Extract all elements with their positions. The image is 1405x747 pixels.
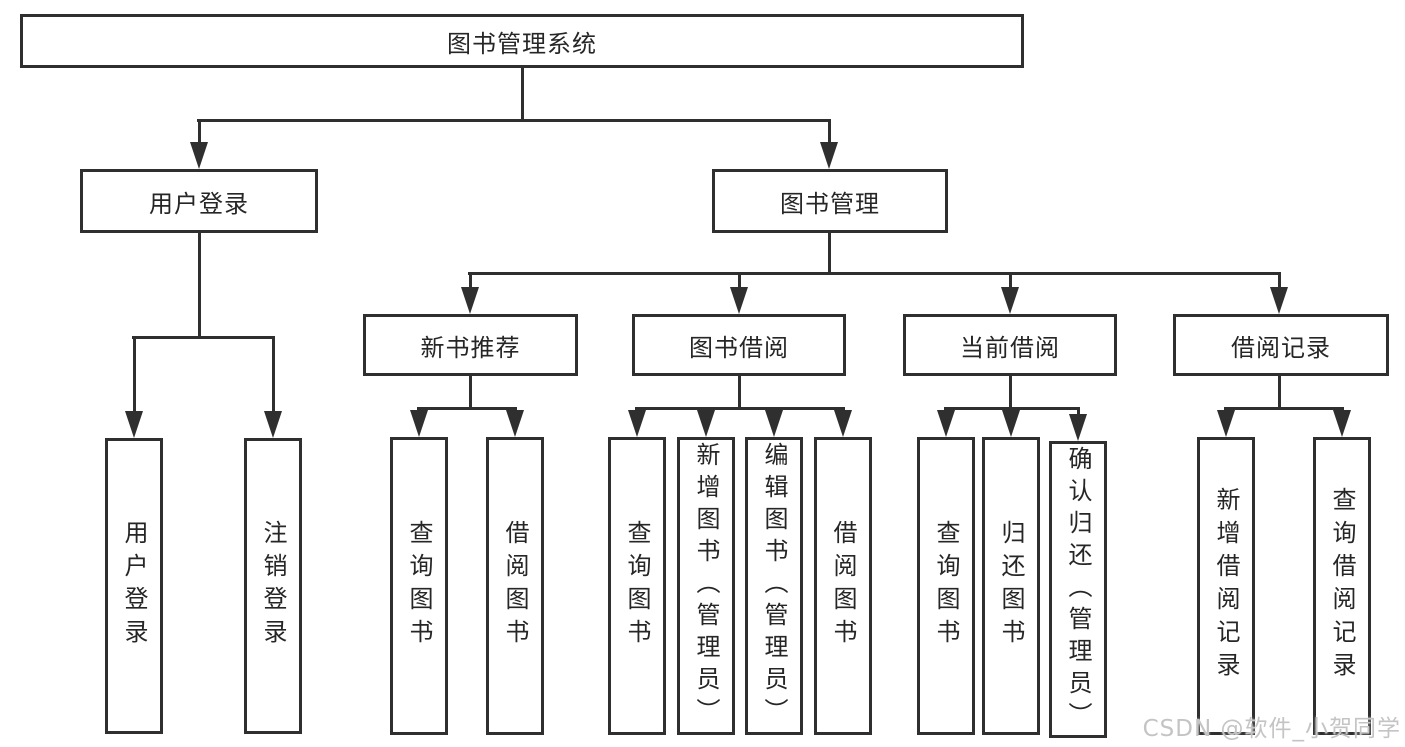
connector-current-stem	[1009, 376, 1012, 410]
arrowhead-current-query-icon	[937, 410, 955, 437]
connector-mgmt-stem	[828, 233, 831, 275]
arrowhead-user-login-leaf-icon	[125, 411, 143, 438]
arrowhead-current-return-icon	[1002, 410, 1020, 437]
leaf-current-return-books: 归还图书	[982, 437, 1040, 735]
arrowhead-records-query-icon	[1333, 410, 1351, 437]
connector-login-stem	[198, 233, 201, 339]
connector-records-rail	[1224, 407, 1344, 410]
leaf-logout: 注销登录	[244, 438, 302, 734]
connector-l3-stub-3	[1009, 272, 1012, 288]
connector-l3-stub-1	[469, 272, 472, 288]
connector-recommend-stem	[469, 376, 472, 410]
arrowhead-recommend-query-icon	[410, 410, 428, 437]
leaf-recommend-borrow-books: 借阅图书	[486, 437, 544, 735]
leaf-borrow-borrow-books: 借阅图书	[814, 437, 872, 735]
node-current-borrowing: 当前借阅	[903, 314, 1117, 376]
node-new-book-recommendation: 新书推荐	[363, 314, 578, 376]
connector-mgmt-stub	[828, 119, 831, 145]
connector-login-leaf1-stub	[133, 336, 136, 414]
connector-l3-stub-4	[1278, 272, 1281, 288]
connector-login-rail	[132, 336, 275, 339]
connector-recommend-rail	[417, 407, 517, 410]
leaf-recommend-query-books: 查询图书	[390, 437, 448, 735]
arrowhead-recommend-borrow-icon	[506, 410, 524, 437]
arrowhead-borrow-edit-icon	[765, 410, 783, 437]
arrowhead-records-add-icon	[1217, 410, 1235, 437]
leaf-borrow-query-books: 查询图书	[608, 437, 666, 735]
arrowhead-current-confirm-icon	[1069, 414, 1087, 441]
connector-current-confirm-stub	[1077, 407, 1080, 416]
arrowhead-borrow-query-icon	[628, 410, 646, 437]
leaf-query-borrow-record: 查询借阅记录	[1313, 437, 1371, 735]
connector-login-stub	[198, 119, 201, 145]
arrowhead-book-management-icon	[820, 142, 838, 169]
arrowhead-recommendation-icon	[461, 287, 479, 314]
connector-borrow-rail	[635, 407, 845, 410]
leaf-add-borrow-record: 新增借阅记录	[1197, 437, 1255, 735]
leaf-borrow-edit-book-admin: 编辑图书（管理员）	[745, 437, 803, 735]
arrowhead-user-login-icon	[190, 142, 208, 169]
connector-borrow-stem	[738, 376, 741, 410]
arrowhead-borrow-add-icon	[697, 410, 715, 437]
connector-records-stem	[1278, 376, 1281, 410]
connector-l3-stub-2	[738, 272, 741, 288]
leaf-current-query-books: 查询图书	[917, 437, 975, 735]
arrowhead-book-borrowing-icon	[730, 287, 748, 314]
connector-login-leaf2-stub	[272, 336, 275, 414]
node-book-management: 图书管理	[712, 169, 948, 233]
node-borrowing-records: 借阅记录	[1173, 314, 1389, 376]
arrowhead-borrowing-records-icon	[1270, 287, 1288, 314]
connector-level2-rail	[197, 119, 831, 122]
connector-current-rail	[944, 407, 1080, 410]
leaf-borrow-add-book-admin: 新增图书（管理员）	[677, 437, 735, 735]
node-root: 图书管理系统	[20, 14, 1024, 68]
arrowhead-current-borrowing-icon	[1001, 287, 1019, 314]
node-user-login: 用户登录	[80, 169, 318, 233]
leaf-user-login: 用户登录	[105, 438, 163, 734]
leaf-current-confirm-return-admin: 确认归还（管理员）	[1049, 441, 1107, 738]
connector-root-stem	[521, 68, 524, 121]
connector-level3-rail	[468, 272, 1280, 275]
arrowhead-borrow-borrow-icon	[834, 410, 852, 437]
node-book-borrowing: 图书借阅	[632, 314, 846, 376]
arrowhead-logout-leaf-icon	[264, 411, 282, 438]
